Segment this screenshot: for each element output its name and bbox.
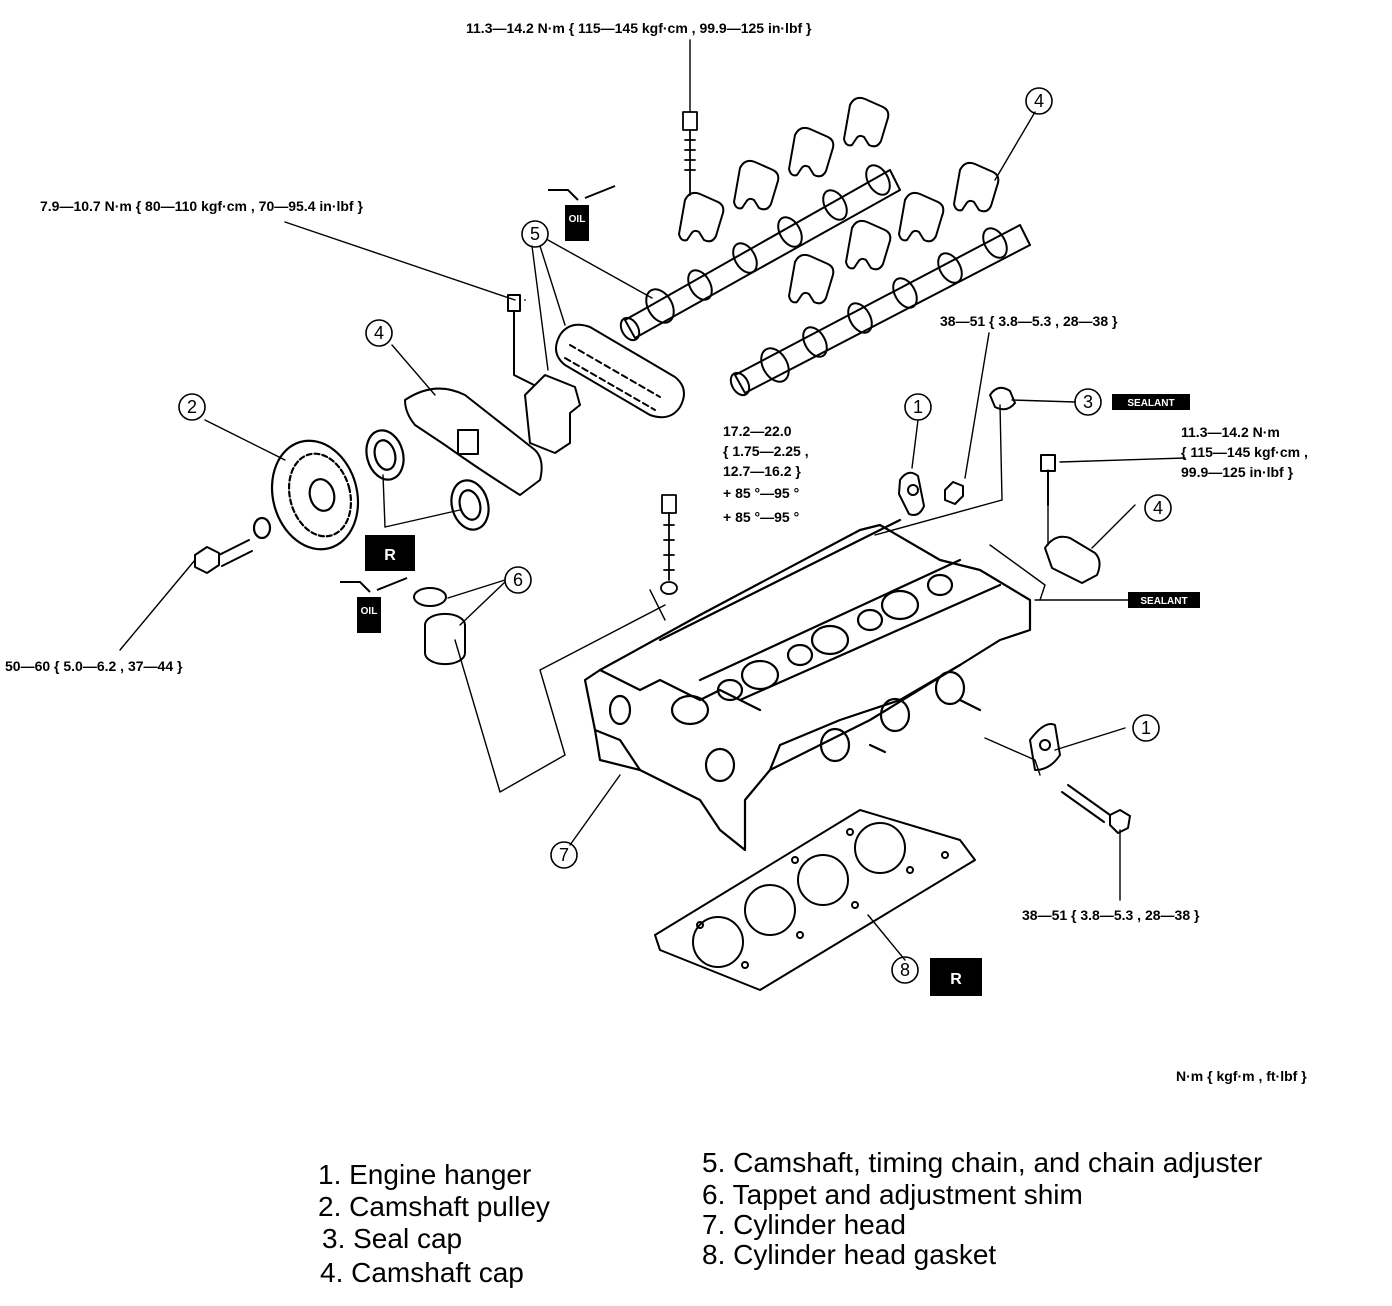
legend-item-4: 4. Camshaft cap	[320, 1257, 524, 1288]
callout-5: 5	[530, 224, 540, 244]
callout-3: 3	[1083, 392, 1093, 412]
callout-6: 6	[513, 570, 523, 590]
sealant-tag-upper: SEALANT	[1112, 394, 1190, 410]
engine-hanger-front	[1029, 723, 1131, 834]
legend-item-1: 1. Engine hanger	[318, 1159, 532, 1190]
replace-tag-gasket: R	[930, 958, 982, 996]
oil-label-upper: OIL	[569, 214, 586, 225]
torque-rear-cap-line1: 11.3—14.2 N·m	[1181, 424, 1280, 440]
torque-head-bolt-line5: + 85 °—95 °	[723, 509, 800, 525]
oil-seals	[365, 429, 490, 531]
callout-4c: 4	[1153, 498, 1163, 518]
replace-label-seal: R	[384, 547, 396, 564]
callout-circles	[178, 87, 1172, 984]
oil-tag-upper: OIL	[548, 185, 616, 241]
engine-hanger-rear	[898, 471, 964, 516]
legend-item-6: 6. Tappet and adjustment shim	[702, 1179, 1083, 1210]
tappet-and-shim	[413, 587, 466, 666]
head-bolt	[660, 494, 678, 595]
replace-tag-seal: R	[365, 535, 415, 571]
sealant-label-lower: SEALANT	[1140, 596, 1187, 607]
torque-head-bolt-line1: 17.2—22.0	[723, 423, 792, 439]
chain-adjuster	[507, 294, 581, 454]
oil-tag-lower: OIL	[340, 577, 408, 633]
callout-8: 8	[900, 960, 910, 980]
cap-bolts	[682, 111, 698, 196]
torque-pulley-bolt: 50—60 { 5.0—6.2 , 37—44 }	[5, 658, 183, 674]
torque-rear-cap-line2: { 115—145 kgf·cm ,	[1181, 444, 1308, 460]
pulley-bolt	[194, 539, 253, 574]
callout-4b: 4	[374, 323, 384, 343]
torque-head-bolt-line4: + 85 °—95 °	[723, 485, 800, 501]
legend-item-7: 7. Cylinder head	[702, 1209, 906, 1240]
legend-item-3: 3. Seal cap	[322, 1223, 463, 1254]
replace-label-gasket: R	[950, 971, 962, 988]
legend-item-8: 8. Cylinder head gasket	[702, 1239, 997, 1270]
callout-1b: 1	[1141, 718, 1151, 738]
torque-cap-bolts: 11.3—14.2 N·m { 115—145 kgf·cm , 99.9—12…	[466, 20, 812, 36]
seal-cap	[989, 386, 1016, 411]
callout-2: 2	[187, 397, 197, 417]
legend-item-5: 5. Camshaft, timing chain, and chain adj…	[702, 1147, 1263, 1178]
torque-hanger-front: 38—51 { 3.8—5.3 , 28—38 }	[1022, 907, 1200, 923]
callout-numbers: 1 1 2 3 4 4 4 5 6 7 8	[187, 91, 1163, 980]
torque-head-bolt-line3: 12.7—16.2 }	[723, 463, 801, 479]
oil-label-lower: OIL	[361, 606, 378, 617]
callout-4a: 4	[1034, 91, 1044, 111]
callout-1a: 1	[913, 397, 923, 417]
torque-head-bolt-line2: { 1.75—2.25 ,	[723, 443, 809, 459]
leader-lines	[119, 39, 1186, 961]
units-note: N·m { kgf·m , ft·lbf }	[1176, 1068, 1307, 1084]
camshaft-pulley	[252, 439, 360, 551]
sealant-label-upper: SEALANT	[1127, 398, 1174, 409]
torque-adjuster-bolt: 7.9—10.7 N·m { 80—110 kgf·cm , 70—95.4 i…	[40, 198, 363, 214]
cylinder-head	[583, 518, 1032, 852]
callout-7: 7	[559, 845, 569, 865]
front-camshaft-cap	[404, 387, 543, 496]
camshaft-caps	[678, 96, 1000, 305]
cylinder-head-gasket	[654, 809, 976, 991]
sealant-tag-lower: SEALANT	[1128, 592, 1200, 608]
torque-hanger-rear: 38—51 { 3.8—5.3 , 28—38 }	[940, 313, 1118, 329]
rear-camshaft-cap	[1040, 454, 1101, 584]
timing-chain	[555, 323, 685, 419]
legend-item-2: 2. Camshaft pulley	[318, 1191, 550, 1222]
torque-rear-cap-line3: 99.9—125 in·lbf }	[1181, 464, 1294, 480]
camshafts	[619, 164, 1031, 397]
